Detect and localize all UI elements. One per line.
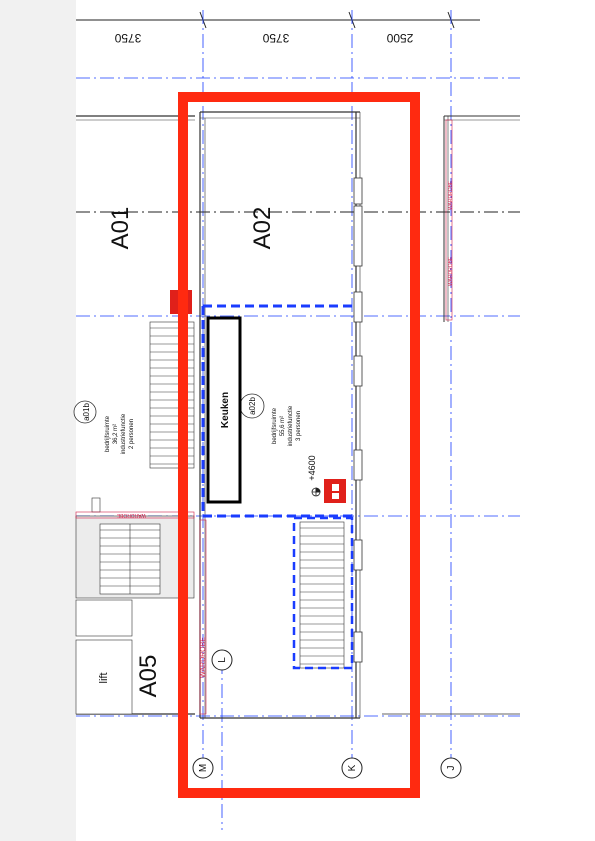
wardrobe-label-m: WARDROBE <box>200 637 207 678</box>
unit-label-a02: A02 <box>249 207 276 250</box>
level-marker-icon <box>311 487 321 497</box>
wardrobe-label-j1: WARDROBE <box>448 180 454 210</box>
grid-bubble-m <box>192 757 214 779</box>
dimension-label-2: 3750 <box>262 31 289 45</box>
room-line3-a02b: industriefunctie <box>288 405 294 446</box>
grid-label-j: J <box>446 766 457 771</box>
keuken-label: Keuken <box>220 392 231 428</box>
room-line4-a01b: 2 personen <box>129 419 135 449</box>
room-line1-a01b: bedrijfsruimte <box>105 415 111 452</box>
grid-label-l: L <box>217 657 228 663</box>
keuken-box <box>206 316 242 504</box>
room-tag-a01b <box>73 400 97 424</box>
room-line3-a01b: industriefunctie <box>121 413 127 454</box>
grid-bubble-k <box>341 757 363 779</box>
room-line1-a02b: bedrijfsruimte <box>272 407 278 444</box>
room-line2-a02b: 55,6 m² <box>280 416 286 436</box>
stair-a02 <box>299 521 345 669</box>
room-code-a02b: a02b <box>248 397 257 415</box>
wardrobe-label-j2: WARDROBE <box>448 256 454 286</box>
room-line2-a01b: 36,2 m² <box>113 424 119 444</box>
lift-label: lift <box>98 673 110 684</box>
stair-a02-dashed-outline <box>292 516 354 670</box>
grid-bubbles: M L K J <box>192 649 462 779</box>
room-line4-a02b: 3 personen <box>296 411 302 441</box>
unit-label-a01: A01 <box>107 207 134 250</box>
dimension-labels: 3750 3750 2500 <box>114 31 413 45</box>
room-boundaries-dashed <box>201 304 352 518</box>
wardrobe-label-core: WARDROBE <box>116 512 146 518</box>
left-margin-band <box>0 0 76 841</box>
stair-core-a05 <box>75 497 195 715</box>
grid-lines-horizontal <box>76 77 520 717</box>
dimension-line <box>76 11 480 29</box>
dimension-label-3: 2500 <box>386 31 413 45</box>
walls <box>76 111 520 719</box>
level-label: +4600 <box>307 455 317 480</box>
room-info-a01b: a01b bedrijfsruimte 36,2 m² industriefun… <box>73 400 135 454</box>
grid-label-k: K <box>347 764 358 771</box>
grid-bubble-l <box>211 649 233 671</box>
room-code-a01b: a01b <box>82 403 91 421</box>
unit-label-a05: A05 <box>135 655 162 698</box>
grid-label-m: M <box>198 764 209 772</box>
room-info-a02b: a02b bedrijfsruimte 55,6 m² industriefun… <box>239 393 302 446</box>
windows <box>353 177 363 663</box>
dimension-label-1: 3750 <box>114 31 141 45</box>
highlight-frame <box>178 92 420 798</box>
wardrobe-markings <box>75 119 453 715</box>
grid-bubble-j <box>440 757 462 779</box>
fire-equipment-icon <box>324 479 346 503</box>
